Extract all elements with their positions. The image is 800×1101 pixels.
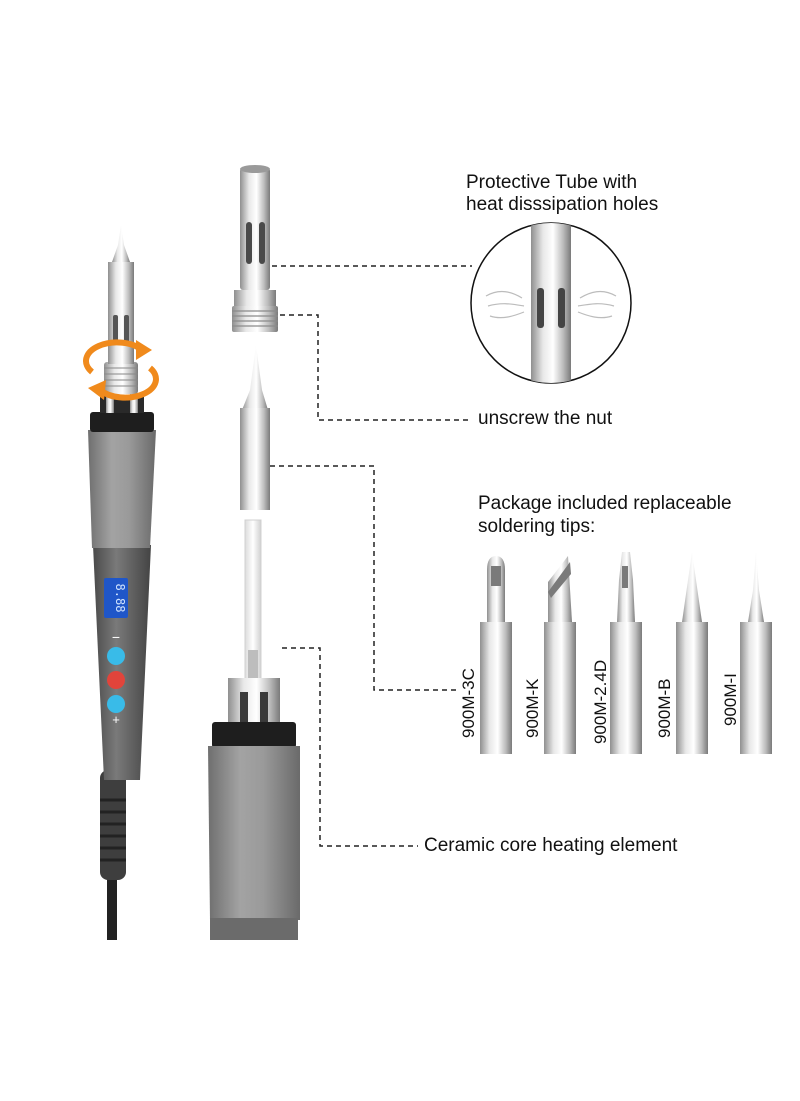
plus-symbol: + (112, 712, 120, 727)
assembled-soldering-iron: 8.88 − + (83, 225, 159, 940)
plus-button[interactable] (107, 695, 125, 713)
ceramic-heating-element-part (244, 519, 262, 681)
zoom-detail-circle (470, 222, 632, 384)
protective-tube (108, 262, 134, 364)
tip-label-900M-I: 900M-I (721, 673, 740, 726)
assembled-tip (112, 225, 130, 262)
lcd-readout: 8.88 (113, 584, 127, 613)
label-package-line2: soldering tips: (478, 516, 596, 537)
leader-tip (270, 465, 458, 691)
air-flow-icon (485, 290, 617, 319)
replaceable-tips (480, 552, 772, 754)
grip-handle (88, 430, 156, 548)
tip-900M-3C (480, 556, 512, 754)
soldering-tip-part (240, 345, 270, 510)
tip-900M-2.4D (610, 552, 642, 754)
protective-tube-part (240, 165, 270, 290)
tip-900M-I (740, 552, 772, 754)
label-protective-tube-line2: heat disssipation holes (466, 194, 659, 215)
label-ceramic-core: Ceramic core heating element (424, 835, 678, 856)
tip-label-900M-K: 900M-K (523, 678, 542, 738)
label-package-line1: Package included replaceable (478, 493, 732, 514)
grip-collar (90, 412, 154, 432)
tip-900M-B (676, 552, 708, 754)
leader-nut (280, 314, 472, 421)
tip-label-900M-B: 900M-B (655, 678, 674, 738)
exploded-view (208, 165, 300, 940)
nut (104, 362, 138, 394)
tip-900M-K (544, 556, 576, 754)
lcd-display (104, 578, 128, 618)
power-button[interactable] (107, 671, 125, 689)
label-protective-tube-line1: Protective Tube with (466, 172, 638, 193)
label-unscrew-nut: unscrew the nut (478, 408, 613, 429)
nut-part (232, 290, 278, 332)
rotate-arrows-icon (83, 339, 159, 401)
handle-holder-part (208, 678, 300, 940)
leader-ceramic-core (282, 647, 418, 847)
minus-button[interactable] (107, 647, 125, 665)
tip-label-900M-3C: 900M-3C (459, 668, 478, 738)
strain-relief (100, 770, 126, 880)
minus-symbol: − (112, 629, 120, 645)
leader-lines (270, 265, 472, 847)
tip-label-900M-2.4D: 900M-2.4D (591, 659, 610, 744)
